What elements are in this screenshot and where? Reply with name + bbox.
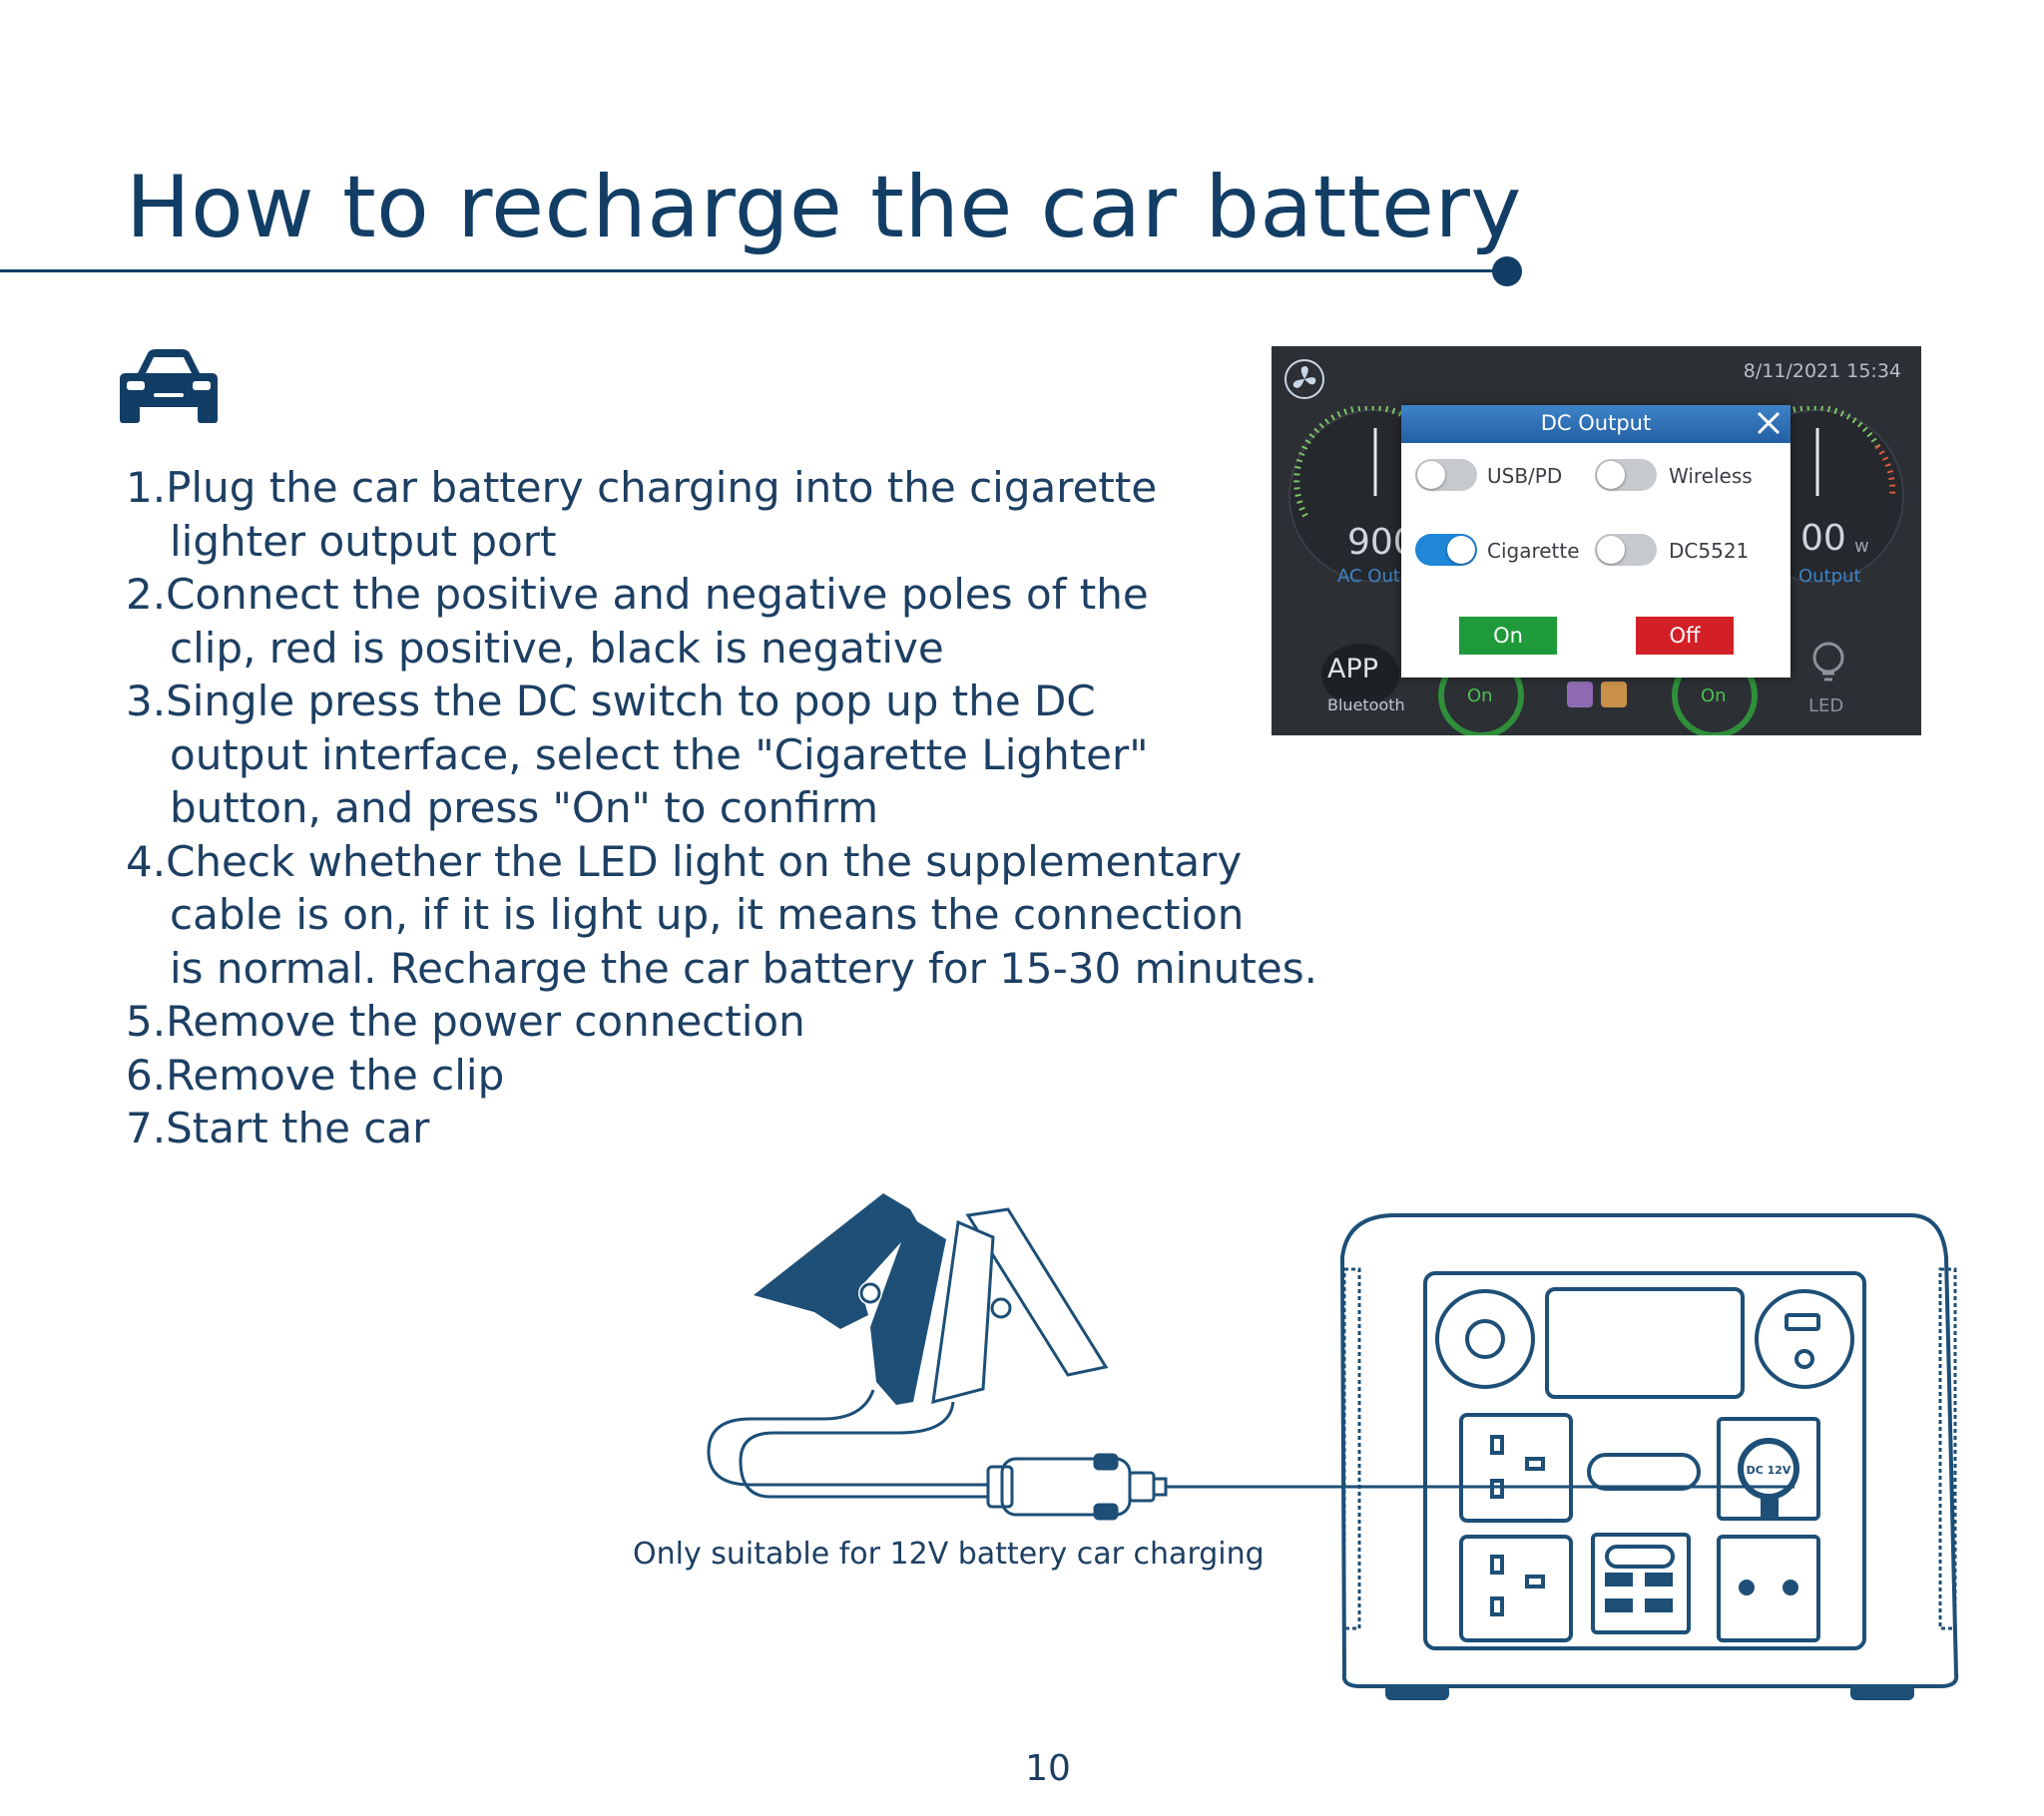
- step-4: 4.Check whether the LED light on the sup…: [126, 836, 1317, 993]
- page-title: How to recharge the car battery: [126, 158, 1522, 257]
- instruction-steps: 1.Plug the car battery charging into the…: [126, 461, 1317, 1155]
- right-gauge-value: 00: [1800, 518, 1846, 559]
- cigarette-plug: [986, 1453, 1794, 1521]
- cable: [707, 1389, 988, 1499]
- step-2: 2.Connect the positive and negative pole…: [126, 570, 1149, 673]
- illustration-caption: Only suitable for 12V battery car chargi…: [633, 1537, 1265, 1572]
- wireless-label: Wireless: [1669, 464, 1753, 488]
- dc-output-dialog: DC Output USB/PD Wireless Cigarette DC55…: [1401, 405, 1790, 678]
- mode-square-purple[interactable]: [1567, 681, 1593, 707]
- right-gauge-unit: w: [1854, 536, 1869, 557]
- step-3: 3.Single press the DC switch to pop up t…: [126, 677, 1149, 832]
- title-underline-dot: [1492, 256, 1522, 286]
- bluetooth-label: Bluetooth: [1327, 695, 1405, 714]
- off-button[interactable]: Off: [1636, 617, 1734, 655]
- step-6: 6.Remove the clip: [126, 1050, 505, 1100]
- clip-red: [931, 1207, 1109, 1405]
- step-5: 5.Remove the power connection: [126, 997, 805, 1046]
- power-station: [1339, 1213, 1959, 1700]
- cigarette-label: Cigarette: [1487, 539, 1580, 563]
- left-gauge-caption: AC Out: [1337, 566, 1400, 587]
- fan-icon[interactable]: [1283, 358, 1325, 400]
- app-label: APP: [1327, 654, 1379, 684]
- dialog-title: DC Output: [1540, 411, 1652, 435]
- title-underline: [0, 269, 1507, 272]
- dc-socket-label: DC 12V: [1747, 1464, 1791, 1477]
- clip-black: [754, 1193, 946, 1405]
- dc5521-label: DC5521: [1669, 539, 1750, 563]
- bulb-icon[interactable]: [1806, 640, 1850, 687]
- page-number: 10: [1025, 1748, 1071, 1789]
- device-screen: 8/11/2021 15:34 900 AC Out 00 w Output A…: [1272, 346, 1921, 735]
- right-on-label: On: [1701, 685, 1727, 706]
- dialog-header: DC Output: [1401, 405, 1790, 443]
- mode-square-orange[interactable]: [1601, 681, 1627, 707]
- app-badge[interactable]: [1321, 644, 1399, 705]
- close-icon[interactable]: [1755, 409, 1783, 437]
- on-button[interactable]: On: [1459, 617, 1557, 655]
- step-1: 1.Plug the car battery charging into the…: [126, 463, 1158, 566]
- cigarette-toggle[interactable]: [1415, 534, 1477, 566]
- step-7: 7.Start the car: [126, 1104, 430, 1152]
- led-label: LED: [1808, 695, 1844, 716]
- wireless-toggle[interactable]: [1595, 459, 1657, 491]
- dc5521-toggle[interactable]: [1595, 534, 1657, 566]
- left-on-label: On: [1467, 685, 1493, 706]
- usb-pd-label: USB/PD: [1487, 464, 1563, 488]
- car-icon: [120, 349, 218, 423]
- screen-datetime: 8/11/2021 15:34: [1743, 360, 1901, 382]
- usb-pd-toggle[interactable]: [1415, 459, 1477, 491]
- right-gauge-caption: Output: [1798, 566, 1861, 587]
